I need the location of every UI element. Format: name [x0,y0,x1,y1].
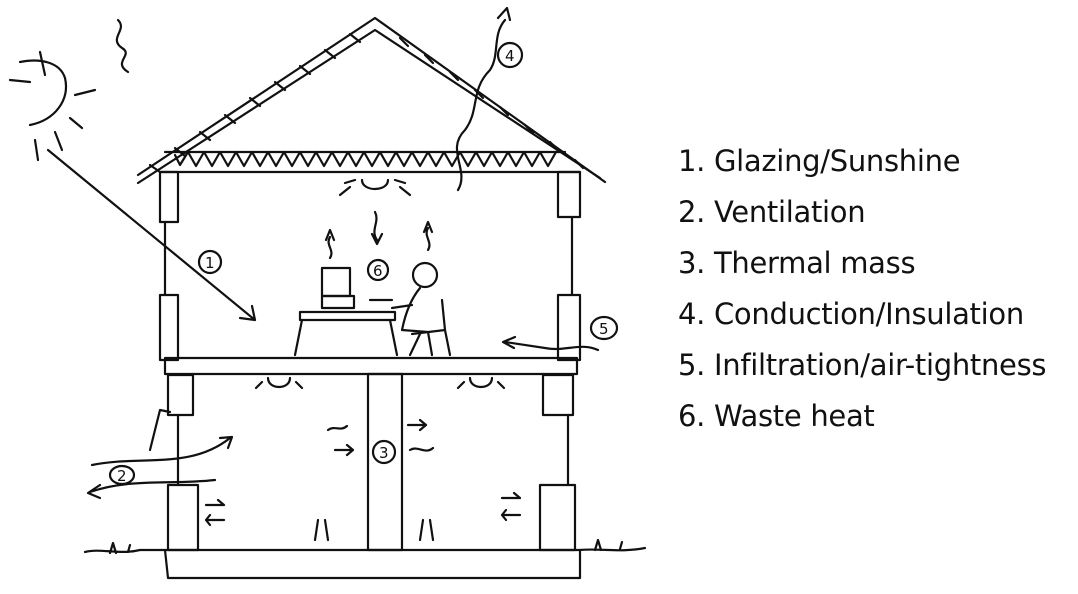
sunshine-arrow [46,148,257,322]
svg-text:3: 3 [379,444,389,462]
legend: 1. Glazing/Sunshine 2. Ventilation 3. Th… [678,136,1047,442]
thermal-mass-arrows [204,418,522,542]
ground-slab [163,548,582,580]
marker-6: 6 [366,258,390,282]
waste-heat-arrow [370,210,384,246]
first-floor-slab [163,356,579,376]
ceiling-light-icon [254,376,304,390]
marker-1: 1 [197,249,223,275]
heat-squiggle [115,18,130,74]
legend-item-glazing: 1. Glazing/Sunshine [678,144,961,178]
desk-with-computer [293,266,399,357]
svg-text:4: 4 [505,47,515,65]
ventilation-arrow [86,478,217,500]
svg-text:2: 2 [117,467,127,485]
ceiling-light-icon [338,178,412,197]
waste-heat-arrow [422,220,434,252]
window-flap [148,408,172,452]
grass-tufts [108,538,624,555]
ceiling-light-icon [456,376,506,390]
legend-item-conduction: 4. Conduction/Insulation [678,297,1024,331]
marker-2: 2 [108,464,136,486]
marker-3: 3 [371,439,397,465]
sun-icon [8,50,97,162]
conduction-arrow [455,6,512,192]
marker-4: 4 [496,41,524,69]
svg-text:1: 1 [205,254,215,272]
legend-item-ventilation: 2. Ventilation [678,195,866,229]
marker-5: 5 [589,315,619,341]
legend-item-waste-heat: 6. Waste heat [678,399,875,433]
infiltration-arrow [501,335,600,352]
ventilation-arrow [90,435,234,467]
person-at-desk [390,261,452,357]
walls [158,170,582,552]
legend-item-thermal-mass: 3. Thermal mass [678,246,916,280]
svg-text:6: 6 [373,262,383,280]
waste-heat-arrow [324,228,336,260]
ground-line [83,546,647,554]
svg-text:5: 5 [599,320,609,338]
legend-item-infiltration: 5. Infiltration/air-tightness [678,348,1047,382]
insulation-layer [173,150,558,168]
roof [136,16,607,185]
